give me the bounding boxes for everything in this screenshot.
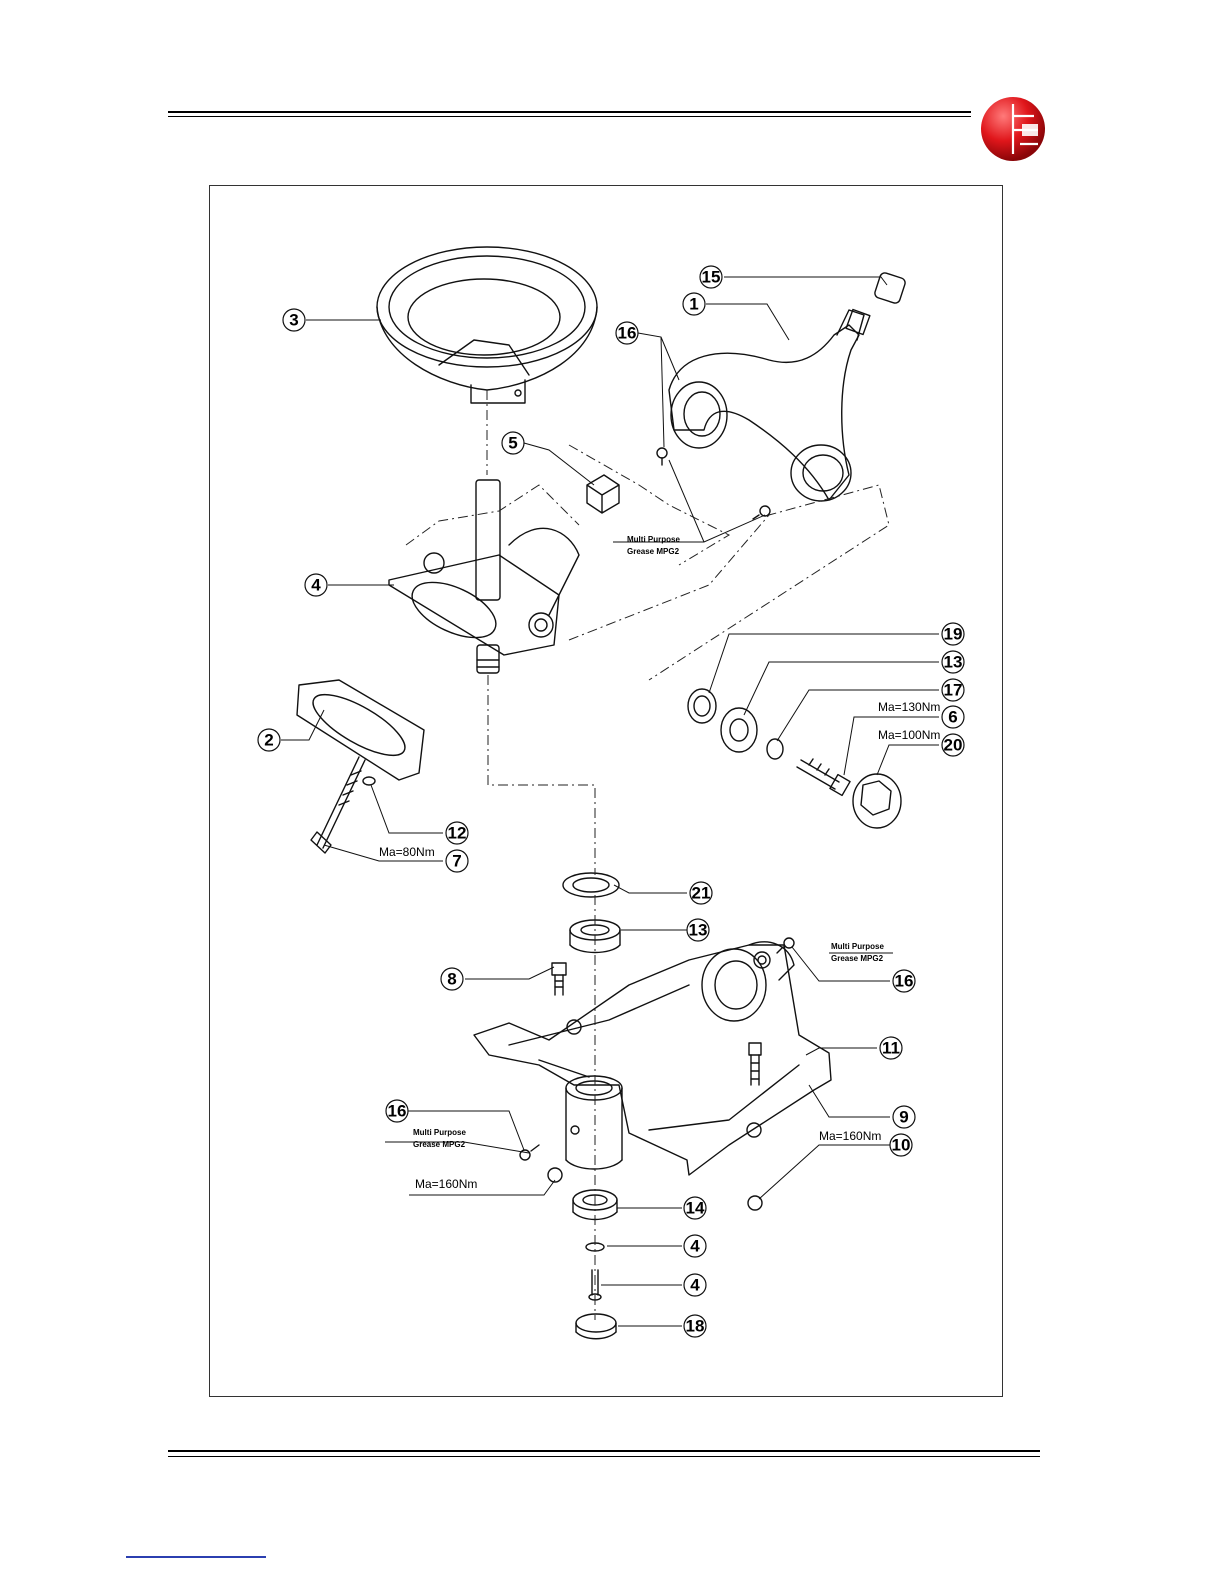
part-bowl [377, 247, 597, 403]
callout-15: 15 [702, 268, 721, 287]
assembly-lines [406, 390, 889, 1320]
part-main-frame [474, 942, 831, 1175]
callout-16-left: 16 [388, 1102, 407, 1121]
part-bolt-6 [797, 759, 850, 795]
callout-21: 21 [692, 884, 711, 903]
part-bolt-7 [311, 757, 365, 853]
torque-130: Ma=130Nm [878, 700, 940, 714]
part-block [587, 475, 619, 513]
header-rule-bottom [168, 116, 971, 117]
callout-11: 11 [882, 1039, 900, 1058]
callout-16-upper: 16 [618, 324, 637, 343]
callout-1: 1 [689, 295, 698, 314]
callout-7: 7 [452, 852, 461, 871]
part-pivot-bracket [389, 480, 579, 673]
grease-note-right-line2: Grease MPG2 [831, 954, 884, 963]
part-cover-plate [297, 680, 424, 780]
part-seal-19 [688, 689, 716, 723]
part-seal-21 [563, 873, 619, 897]
header-rule-top [168, 111, 971, 113]
part-washer-17 [767, 739, 783, 759]
torque-160-right: Ma=160Nm [819, 1129, 881, 1143]
part-star-nut-a [548, 1168, 562, 1182]
part-nut-18 [576, 1314, 616, 1339]
footer-rule-top [168, 1450, 1040, 1452]
callout-6: 6 [948, 708, 957, 727]
callout-14: 14 [686, 1199, 705, 1218]
callout-16-right: 16 [895, 972, 914, 991]
part-fork-arm [669, 310, 870, 501]
company-logo-icon [980, 96, 1046, 162]
callout-9: 9 [899, 1108, 908, 1127]
part-bolt-8 [552, 963, 566, 995]
part-nut-20 [853, 774, 901, 828]
torque-100: Ma=100Nm [878, 728, 940, 742]
callout-8: 8 [447, 970, 456, 989]
part-bolt-11 [749, 1043, 761, 1085]
callout-12: 12 [448, 824, 467, 843]
part-pivot-tube [566, 1076, 622, 1169]
grease-note-left-line1: Multi Purpose [413, 1128, 466, 1137]
callout-20: 20 [944, 736, 963, 755]
part-grease-nipple-a [657, 448, 667, 465]
grease-note-upper-line2: Grease MPG2 [627, 547, 680, 556]
callout-4-screw: 4 [690, 1276, 700, 1295]
callout-2: 2 [264, 731, 273, 750]
callout-17: 17 [944, 681, 963, 700]
callout-13-lower: 13 [689, 921, 708, 940]
grease-note-left-line2: Grease MPG2 [413, 1140, 466, 1149]
torque-80: Ma=80Nm [379, 845, 435, 859]
grease-note-right-line1: Multi Purpose [831, 942, 884, 951]
part-bearing-13a [721, 708, 757, 752]
part-washer-12 [363, 777, 375, 785]
torque-160-left: Ma=160Nm [415, 1177, 477, 1191]
callout-4-washer: 4 [690, 1237, 700, 1256]
callout-10: 10 [892, 1136, 911, 1155]
callout-5: 5 [508, 434, 517, 453]
leader-lines [281, 277, 939, 1326]
footer-rule-bottom [168, 1456, 1040, 1457]
grease-note-upper-line1: Multi Purpose [627, 535, 680, 544]
callout-4-upper: 4 [311, 576, 321, 595]
callout-3: 3 [289, 311, 298, 330]
callout-circles [258, 266, 964, 1337]
footer-underline-link[interactable] [126, 1556, 266, 1558]
callout-19: 19 [944, 625, 963, 644]
callout-13-upper: 13 [944, 653, 963, 672]
exploded-assembly-diagram: 15 1 3 16 5 4 19 13 17 6 20 2 12 7 21 13… [209, 185, 1003, 1397]
callout-18: 18 [686, 1317, 705, 1336]
